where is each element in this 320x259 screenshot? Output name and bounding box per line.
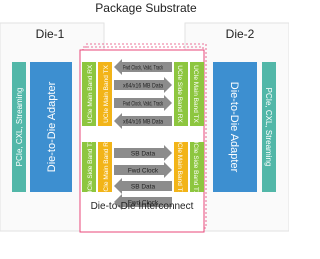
signal-label-8: Fwd Clock — [128, 200, 159, 207]
right-adapter-label: Die-to-Die Adapter — [228, 82, 240, 173]
signal-arrow-7 — [114, 178, 172, 194]
signal-label-7: SB Data — [131, 184, 156, 191]
ucie-diagram: Package Substrate Die-1 Die-2 PCIe, CXL,… — [0, 1, 289, 233]
signal-label-6: Fwd Clock — [128, 168, 159, 175]
right-side-band-tx-label: UCIe Side Band TX — [192, 139, 199, 196]
signal-label-2: x64/x16 MB Data — [123, 83, 163, 90]
signal-arrow-5 — [114, 145, 172, 161]
signal-label-4: x64/x16 MB Data — [123, 119, 163, 126]
signal-label-3: Fwd Clock, Valid, Track — [123, 101, 163, 108]
left-main-band-tx-block — [98, 62, 112, 126]
left-main-band-rx-block — [82, 62, 96, 126]
right-main-band-tx2-label: UCIe Main Band TX — [176, 138, 183, 196]
left-side-band-tx-block — [82, 142, 96, 192]
left-main-band-rx-label: UCIe Main Band RX — [87, 64, 94, 123]
left-side-band-tx-label: UCIe Side Band TX — [87, 138, 94, 195]
die-2-label: Die-2 — [226, 27, 255, 41]
left-adapter-bar — [30, 62, 72, 192]
left-protocol-bar — [12, 62, 26, 192]
right-protocol-label: PCIe, CXL, Streaming — [264, 88, 273, 167]
right-adapter-bar — [213, 62, 257, 192]
left-main-band-rx2-label: UCIe Main Band RX — [103, 137, 110, 196]
signal-arrow-6 — [114, 162, 172, 178]
right-side-band-tx-block — [190, 142, 204, 192]
interconnect-label: Die-to-Die Interconnect — [91, 201, 194, 212]
signal-label-5: SB Data — [131, 151, 156, 158]
right-main-band-tx2-block — [174, 142, 188, 192]
left-protocol-label: PCIe, CXL, Streaming — [15, 88, 24, 167]
right-side-band-rx-block — [174, 62, 188, 126]
left-main-band-rx2-block — [98, 142, 112, 192]
die-1-label: Die-1 — [36, 27, 65, 41]
signal-arrow-8 — [114, 194, 172, 210]
signal-arrow-3 — [114, 95, 172, 111]
right-protocol-bar — [262, 62, 276, 192]
left-adapter-label: Die-to-Die Adapter — [46, 81, 58, 172]
right-side-band-rx-label: UCIe Side Band RX — [176, 65, 183, 123]
left-main-band-tx-label: UCIe Main Band TX — [103, 64, 110, 122]
signal-arrow-1 — [114, 59, 172, 75]
signal-arrow-4 — [114, 113, 172, 129]
signal-label-1: Fwd Clock, Valid, Track — [123, 65, 163, 72]
signal-arrow-2 — [114, 77, 172, 93]
right-main-band-tx-label: UCIe Main Band TX — [192, 65, 199, 123]
package-title: Package Substrate — [95, 1, 197, 15]
right-main-band-tx-block — [190, 62, 204, 126]
